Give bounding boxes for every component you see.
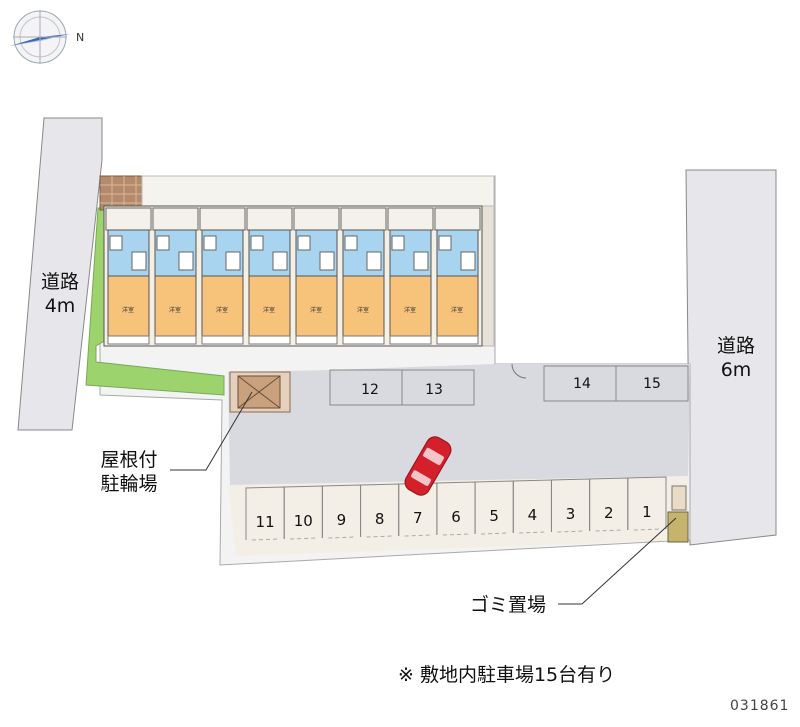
parking-space-line [442,533,470,536]
parking-upper-frames [329,365,689,406]
road-west-label: 道路 4m [32,270,88,318]
apartment-unit: 洋室 [152,207,199,345]
parking-upper-numbers: 12 13 14 15 [361,376,661,398]
road-east-width: 6m [720,359,752,381]
unit-room-label: 洋室 [310,306,322,314]
parking-spot-number: 13 [425,382,443,398]
parking-note: ※ 敷地内駐車場15台有り [398,664,616,686]
apartment-unit: 洋室 [105,207,152,345]
road-east-label: 道路 6m [706,334,766,382]
garbage-area [667,511,689,543]
apartment-unit: 洋室 [246,207,293,345]
unit-room-label: 洋室 [122,306,134,314]
parking-spot-number: 9 [337,511,347,529]
parking-spot-number: 14 [573,376,591,392]
unit-room-label: 洋室 [451,306,463,314]
apartment-unit: 洋室 [434,207,481,345]
parking-spot-number: 3 [566,505,576,523]
apartment-building: 洋室 洋室 洋室 洋室 洋室 洋室 洋室 洋室 [103,205,483,347]
parking-area [228,364,690,485]
road-west [17,117,103,431]
road-west-width: 4m [44,295,76,317]
parking-spot-number: 11 [256,513,275,531]
parking-spot-number: 2 [604,504,614,522]
parking-spot-number: 6 [451,508,461,526]
road-east-name: 道路 [716,335,755,357]
apartment-unit: 洋室 [199,207,246,345]
parking-spot-number: 4 [528,506,538,524]
property-code: 031861 [730,698,790,714]
parking-space-line [481,532,508,535]
parking-spot-number: 1 [642,503,652,521]
bike-shelter-label: 屋根付 駐輪場 [84,448,174,496]
road-west-name: 道路 [40,271,79,293]
unit-room-label: 洋室 [169,306,181,314]
parking-space-line [290,537,317,540]
unit-room-label: 洋室 [216,306,228,314]
unit-room-label: 洋室 [263,306,275,314]
walkway [141,175,495,207]
parking-spot-number: 15 [643,376,661,392]
parking-spot-number: 10 [294,512,313,530]
parking-space-line [251,538,279,541]
parking-space-line [557,530,584,533]
car-icon [404,436,452,496]
parking-space-line [328,536,355,539]
apartment-unit: 洋室 [340,207,387,345]
parking-spot-number: 7 [413,509,423,527]
parking-space-line [366,535,393,538]
unit-room-label: 洋室 [357,306,369,314]
parking-lower-frames [245,476,667,541]
bike-shelter-label-line1: 屋根付 [100,449,158,471]
parking-space-line [633,528,661,531]
compass-icon: N [10,10,84,64]
unit-room-label: 洋室 [404,306,416,314]
parking-space-line [519,531,546,534]
bike-leader-line [170,391,253,471]
apartment-unit: 洋室 [387,207,434,345]
parking-space-line [595,529,622,532]
parking-spot-number: 12 [361,382,379,398]
bike-shelter-label-line2: 駐輪場 [100,473,158,495]
parking-spot-number: 8 [375,510,385,528]
garbage-leader-line [558,517,677,605]
parking-space-line [404,534,431,537]
parking-spot-number: 5 [489,507,499,525]
parking-space-frame [627,476,667,530]
compass-north-label: N [76,31,84,44]
parking-lower-numbers: 11 10 9 8 7 6 5 4 3 2 1 [256,503,652,531]
parking-area-lower [228,476,688,556]
apartment-unit: 洋室 [293,207,340,345]
garbage-area-label: ゴミ置場 [469,594,546,616]
